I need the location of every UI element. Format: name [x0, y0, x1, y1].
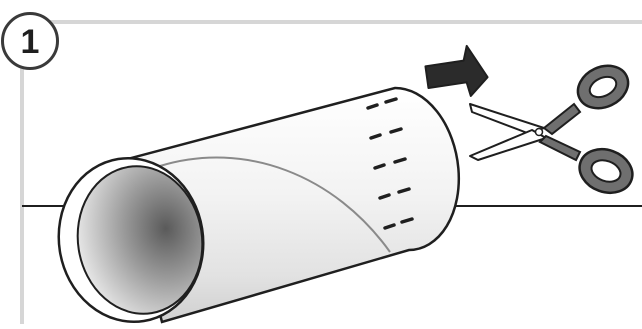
scissors-icon	[470, 58, 639, 200]
scissor-pivot	[536, 129, 543, 136]
scissor-arm-top	[544, 104, 580, 134]
direction-arrow-icon	[422, 41, 491, 98]
scissor-blade-bottom	[470, 130, 546, 160]
step-badge: 1	[1, 12, 59, 70]
arrow-shape	[422, 41, 491, 98]
scissor-arm-bottom	[540, 136, 580, 160]
cardboard-tube-icon	[47, 88, 459, 324]
step-number: 1	[21, 25, 40, 59]
